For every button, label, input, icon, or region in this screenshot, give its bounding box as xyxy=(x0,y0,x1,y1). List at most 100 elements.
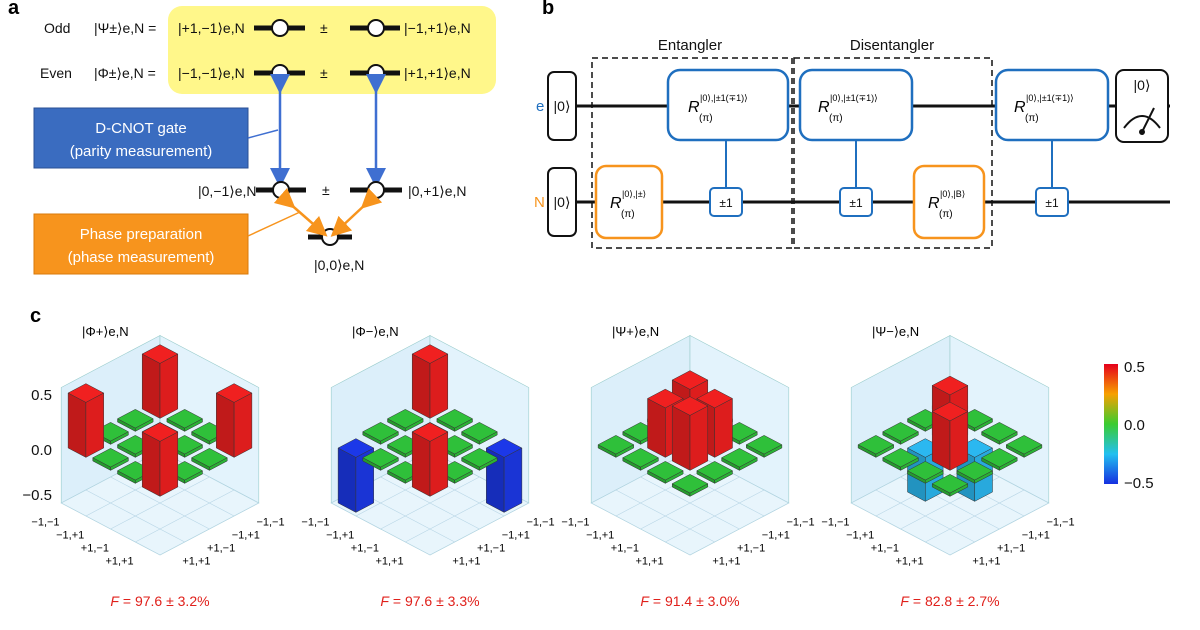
right-tick-2-2: +1,−1 xyxy=(737,543,765,555)
left-tick-0-3: −1,−1 xyxy=(31,517,59,529)
plot-title-1: |Φ−⟩e,N xyxy=(352,324,399,339)
right-tick-3-3: +1,+1 xyxy=(972,556,1000,568)
blue-gate-1 xyxy=(666,68,790,142)
bar-0-3 xyxy=(215,383,253,458)
right-tick-2-0: −1,−1 xyxy=(786,517,814,529)
colorbar-max: 0.5 xyxy=(1124,359,1145,376)
bar-2-0 xyxy=(92,448,129,471)
odd-pm: ± xyxy=(320,20,328,36)
density-plot-0: |Φ+⟩e,N+1,+1+1,−1−1,+1−1,−1−1,−1−1,+1+1,… xyxy=(31,324,284,609)
init-n-box xyxy=(547,167,577,237)
z-tick-0: 0.5 xyxy=(31,387,52,404)
mid-left-ket: |0,−1⟩e,N xyxy=(198,183,257,199)
dcnot-box xyxy=(33,107,249,169)
blue-gate-2-sub: (π) xyxy=(829,113,843,124)
bar-1-0 xyxy=(906,461,944,484)
phase-arrow-left xyxy=(273,187,328,237)
mid-right-level-icon xyxy=(350,181,402,199)
left-tick-1-1: +1,−1 xyxy=(351,543,379,555)
plot-title-2: |Ψ+⟩e,N xyxy=(612,324,659,339)
odd-left-ket: |+1,−1⟩e,N xyxy=(178,20,245,36)
bar-3-0 xyxy=(337,438,375,513)
orange-gate-2 xyxy=(912,164,986,240)
blue-gate-1-R: R xyxy=(688,99,700,116)
phase-box xyxy=(33,213,249,275)
fidelity-2: F = 91.4 ± 3.0% xyxy=(640,593,739,609)
dcnot-label-line2: (parity measurement) xyxy=(70,143,213,160)
fidelity-0: F = 97.6 ± 3.2% xyxy=(110,593,209,609)
blue-gate-3-R: R xyxy=(1014,99,1026,116)
right-tick-0-3: +1,+1 xyxy=(182,556,210,568)
control-box-1 xyxy=(709,187,743,217)
bar-0-0 xyxy=(931,474,969,497)
fidelity-1: F = 97.6 ± 3.3% xyxy=(380,593,479,609)
panel-letter-c: c xyxy=(30,305,41,327)
bar-1-0 xyxy=(646,461,684,484)
left-tick-3-2: −1,+1 xyxy=(846,530,874,542)
left-tick-2-0: +1,+1 xyxy=(636,556,664,568)
bar-0-2 xyxy=(981,448,1018,471)
control-box-2 xyxy=(839,187,873,217)
control-label-1: ±1 xyxy=(719,196,733,210)
plot-title-0: |Φ+⟩e,N xyxy=(82,324,129,339)
z-tick-2: −0.5 xyxy=(22,487,52,504)
init-n-label: |0⟩ xyxy=(554,194,571,210)
bar-3-2 xyxy=(116,409,154,432)
right-tick-1-0: −1,−1 xyxy=(526,517,554,529)
left-tick-1-3: −1,−1 xyxy=(301,517,329,529)
odd-right-ket: |−1,+1⟩e,N xyxy=(404,20,471,36)
left-tick-0-2: −1,+1 xyxy=(56,530,84,542)
even-label: Even xyxy=(40,65,72,81)
right-tick-3-1: −1,+1 xyxy=(1022,530,1050,542)
plot-title-3: |Ψ−⟩e,N xyxy=(872,324,919,339)
entangler-label: Entangler xyxy=(658,37,722,54)
right-tick-0-1: −1,+1 xyxy=(232,530,260,542)
bar-3-0 xyxy=(67,383,105,458)
phase-label-line2: (phase measurement) xyxy=(68,249,215,266)
orange-gate-2-R: R xyxy=(928,195,940,212)
left-tick-3-1: +1,−1 xyxy=(871,543,899,555)
even-left-ket: |−1,−1⟩e,N xyxy=(178,65,245,81)
wire-n-label: N xyxy=(534,194,545,211)
orange-gate-1 xyxy=(594,164,664,240)
left-tick-2-3: −1,−1 xyxy=(561,517,589,529)
init-e-label: |0⟩ xyxy=(554,98,571,114)
bottom-level-icon xyxy=(308,228,352,246)
bar-0-1 xyxy=(956,461,994,484)
left-tick-3-0: +1,+1 xyxy=(896,556,924,568)
orange-gate-1-R: R xyxy=(610,195,622,212)
bar-3-3 xyxy=(141,344,179,419)
orange-gate-1-sup: |0⟩,|±⟩ xyxy=(622,189,646,199)
mid-right-ket: |0,+1⟩e,N xyxy=(408,183,467,199)
orange-gate-2-sub: (π) xyxy=(939,209,953,220)
entangler-dashed-box xyxy=(591,57,793,249)
left-tick-2-1: +1,−1 xyxy=(611,543,639,555)
grid-line xyxy=(380,476,480,530)
bar-0-3 xyxy=(485,438,523,513)
panel-c: c 0.5 0.0 −0.5 0.5 0.0 −0.5 |Φ+⟩e,N+1,+1… xyxy=(22,305,1153,609)
plots-layer: |Φ+⟩e,N+1,+1+1,−1−1,+1−1,−1−1,−1−1,+1+1,… xyxy=(31,324,1074,609)
right-tick-3-2: +1,−1 xyxy=(997,543,1025,555)
panel-b: b Entangler Disentangler e N |0⟩ |0⟩ R |… xyxy=(534,0,1170,249)
phase-pointer xyxy=(247,211,301,237)
density-plot-3: |Ψ−⟩e,N+1,+1+1,−1−1,+1−1,−1−1,−1−1,+1+1,… xyxy=(821,324,1074,609)
mid-pm: ± xyxy=(322,182,330,198)
bar-3-1 xyxy=(362,422,399,445)
even-state-label: |Φ±⟩e,N = xyxy=(94,65,156,81)
bar-3-0 xyxy=(597,435,635,458)
phase-arrow-right xyxy=(330,187,383,237)
measurement-label: |0⟩ xyxy=(1134,77,1151,93)
dcnot-label-line1: D-CNOT gate xyxy=(95,120,186,137)
blue-gate-3-sup: |0⟩,|±1(∓1)⟩ xyxy=(1026,93,1074,103)
odd-label: Odd xyxy=(44,20,70,36)
odd-state-label: |Ψ±⟩e,N = xyxy=(94,20,156,36)
panel-letter-b: b xyxy=(542,0,554,19)
disentangler-dashed-box xyxy=(793,57,993,249)
bar-0-0 xyxy=(141,422,179,497)
grid-line xyxy=(640,476,740,530)
blue-gate-2 xyxy=(798,68,914,142)
density-plot-2: |Ψ+⟩e,N+1,+1+1,−1−1,+1−1,−1−1,−1−1,+1+1,… xyxy=(561,324,814,609)
bar-0-0 xyxy=(411,422,449,497)
right-tick-0-2: +1,−1 xyxy=(207,543,235,555)
blue-gate-1-sub: (π) xyxy=(699,113,713,124)
